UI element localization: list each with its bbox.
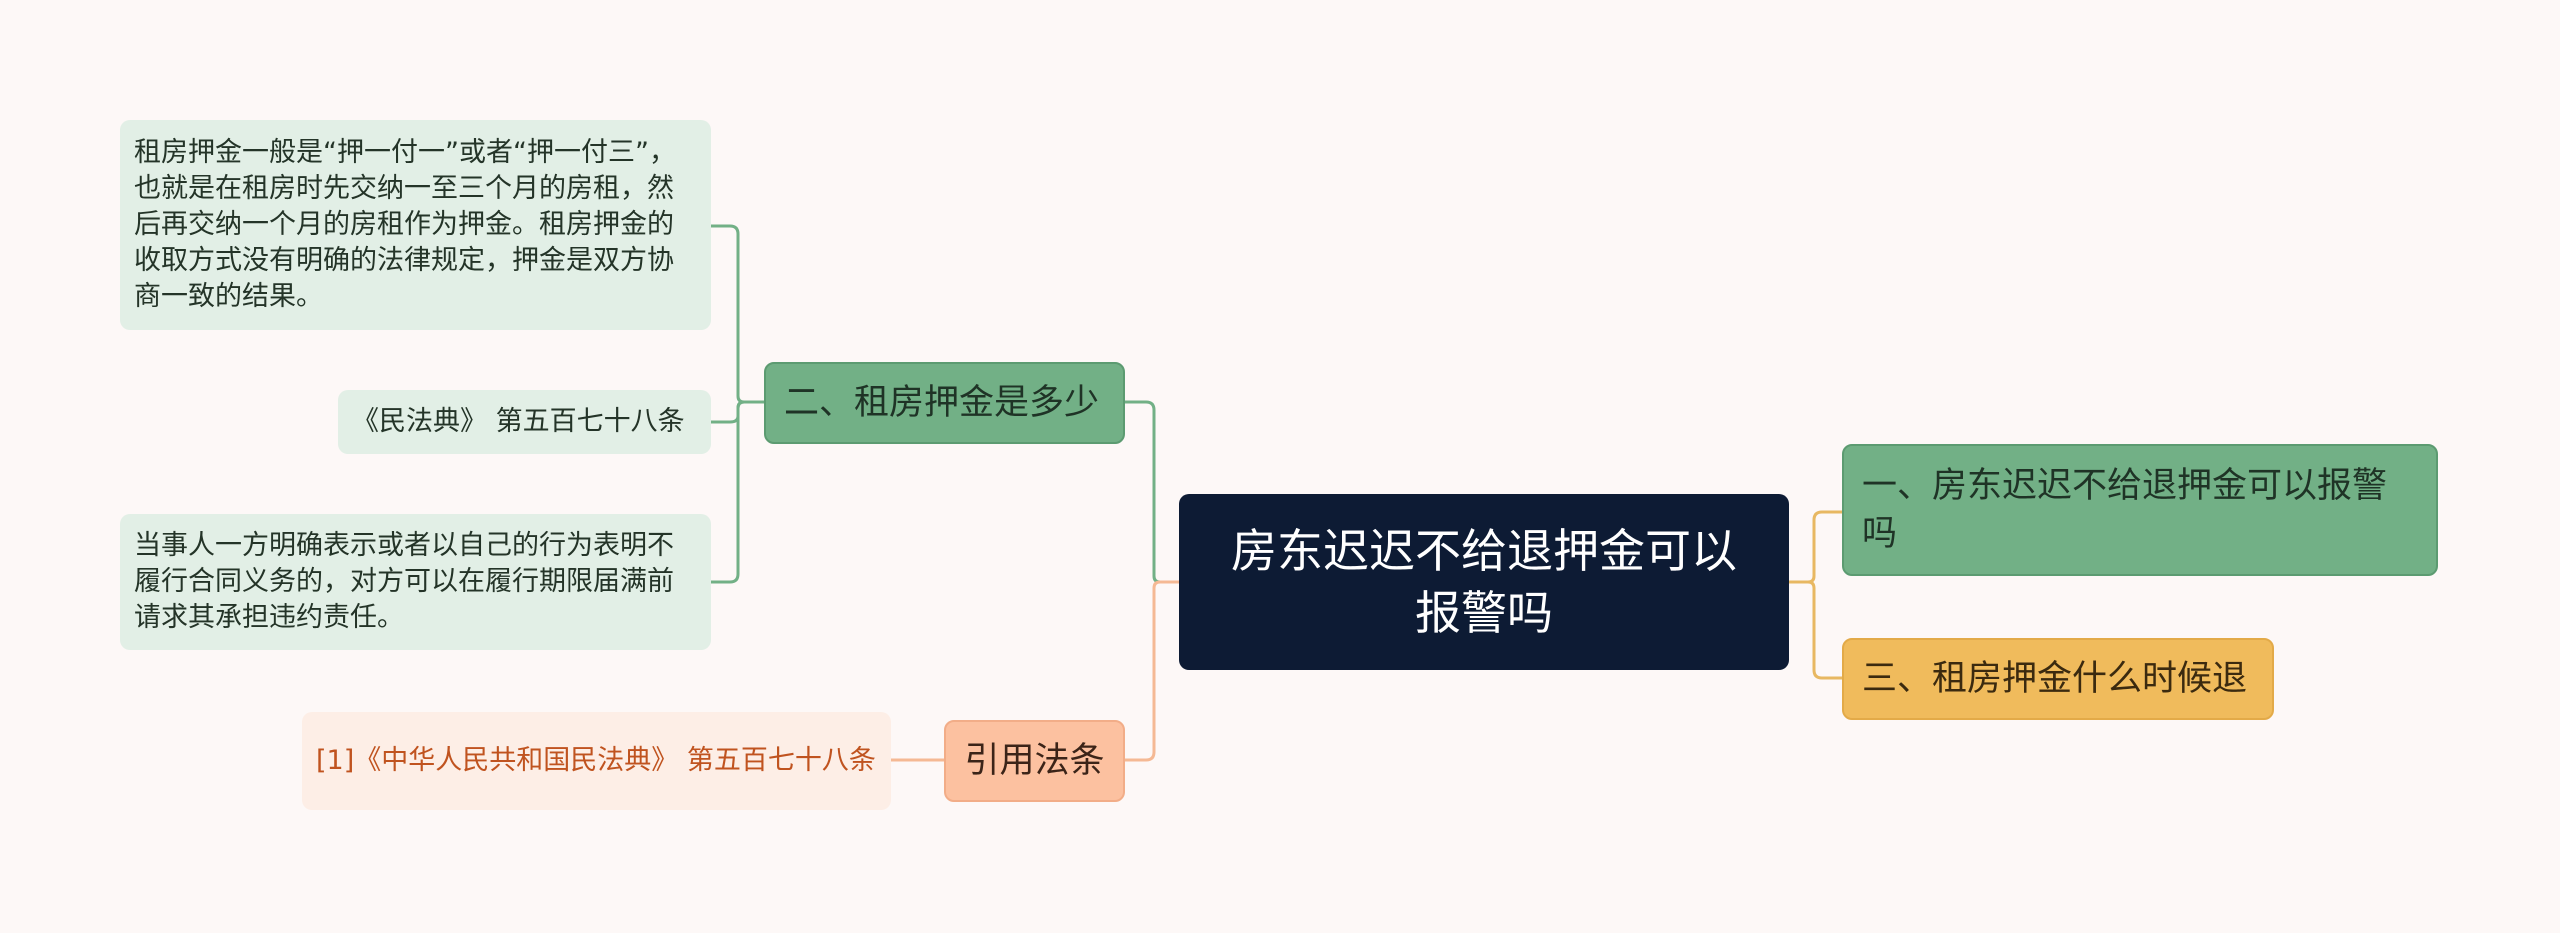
branch-q3-label: 三、租房押金什么时候退 — [1862, 659, 2248, 699]
link-root-q3 — [1789, 580, 1842, 680]
branch-citations-label: 引用法条 — [964, 741, 1105, 781]
leaf-breach[interactable]: 当事人一方明确表示或者以自己的行为表明不履行合同义务的，对方可以在履行期限届满前… — [120, 514, 711, 650]
branch-citations[interactable]: 引用法条 — [944, 720, 1125, 802]
link-q2-deposit — [711, 224, 764, 404]
branch-q2-label: 二、租房押金是多少 — [784, 383, 1100, 423]
branch-q2[interactable]: 二、租房押金是多少 — [764, 362, 1125, 444]
leaf-citation-ref1[interactable]: [1]《中华人民共和国民法典》 第五百七十八条 — [302, 712, 891, 810]
leaf-law[interactable]: 《民法典》 第五百七十八条 — [338, 390, 711, 454]
root-topic-label: 房东迟迟不给退押金可以报警吗 — [1231, 524, 1737, 640]
branch-q1-label: 一、房东迟迟不给退押金可以报警吗 — [1862, 466, 2388, 554]
leaf-deposit-text: 租房押金一般是“押一付一”或者“押一付三”，也就是在租房时先交纳一至三个月的房租… — [134, 137, 676, 312]
link-root-q1 — [1789, 510, 1842, 584]
leaf-breach-text: 当事人一方明确表示或者以自己的行为表明不履行合同义务的，对方可以在履行期限届满前… — [134, 530, 674, 633]
leaf-citation-ref1-text: [1]《中华人民共和国民法典》 第五百七十八条 — [316, 745, 876, 776]
leaf-deposit[interactable]: 租房押金一般是“押一付一”或者“押一付三”，也就是在租房时先交纳一至三个月的房租… — [120, 120, 711, 330]
root-topic[interactable]: 房东迟迟不给退押金可以报警吗 — [1179, 494, 1789, 670]
branch-q1[interactable]: 一、房东迟迟不给退押金可以报警吗 — [1842, 444, 2438, 576]
link-q2-breach — [711, 400, 764, 584]
leaf-law-text: 《民法典》 第五百七十八条 — [352, 406, 685, 437]
branch-q3[interactable]: 三、租房押金什么时候退 — [1842, 638, 2274, 720]
link-root-citations — [1125, 580, 1179, 762]
link-root-q2 — [1125, 400, 1179, 584]
